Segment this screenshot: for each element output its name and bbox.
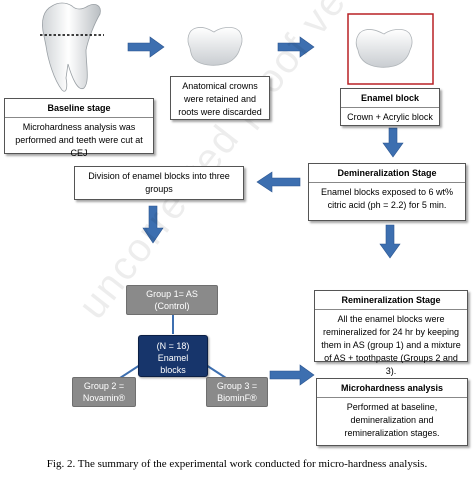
baseline-stage-box: Baseline stage Microhardness analysis wa… — [4, 98, 154, 158]
enamel-block-text: Crown + Acrylic block — [347, 112, 433, 122]
enamel-block-title: Enamel block — [341, 89, 439, 108]
figure-caption: Fig. 2. The summary of the experimental … — [46, 458, 428, 470]
arrow-down-3 — [379, 224, 401, 259]
whole-tooth-image — [40, 2, 104, 92]
crown-image — [187, 26, 243, 66]
division-text: Division of enamel blocks into three gro… — [88, 171, 230, 194]
arrow-right-3 — [269, 364, 315, 386]
enamel-block-box: Enamel block Crown + Acrylic block — [340, 88, 440, 126]
group-2-box: Group 2 = Novamin® — [72, 377, 136, 407]
enamel-blocks-center-box: (N = 18) Enamel blocks — [138, 335, 208, 377]
enamel-block-image — [355, 28, 413, 68]
group-3-box: Group 3 = BiominF® — [206, 377, 268, 407]
connector-group3 — [205, 364, 227, 379]
arrow-down-1 — [382, 127, 404, 158]
demineralization-stage-text: Enamel blocks exposed to 6 wt% citric ac… — [320, 187, 454, 210]
crowns-text: Anatomical crowns were retained and root… — [178, 81, 262, 117]
division-box: Division of enamel blocks into three gro… — [74, 166, 244, 200]
crowns-box: Anatomical crowns were retained and root… — [170, 76, 270, 120]
microhardness-analysis-text: Performed at baseline, demineralization … — [344, 402, 440, 438]
remineralization-stage-box: Remineralization Stage All the enamel bl… — [314, 290, 468, 376]
arrow-right-1 — [127, 36, 165, 58]
remineralization-stage-title: Remineralization Stage — [315, 291, 467, 310]
baseline-stage-title: Baseline stage — [5, 99, 153, 118]
connector-group2 — [119, 364, 141, 379]
arrow-left-1 — [256, 171, 301, 193]
microhardness-analysis-title: Microhardness analysis — [317, 379, 467, 398]
remineralization-stage-text: All the enamel blocks were remineralized… — [321, 314, 461, 376]
arrow-right-2 — [277, 36, 315, 58]
baseline-stage-text: Microhardness analysis was performed and… — [15, 122, 143, 158]
demineralization-stage-box: Demineralization Stage Enamel blocks exp… — [308, 163, 466, 221]
group-1-box: Group 1= AS (Control) — [126, 285, 218, 315]
microhardness-analysis-box: Microhardness analysis Performed at base… — [316, 378, 468, 446]
arrow-down-2 — [142, 205, 164, 244]
demineralization-stage-title: Demineralization Stage — [309, 164, 465, 183]
